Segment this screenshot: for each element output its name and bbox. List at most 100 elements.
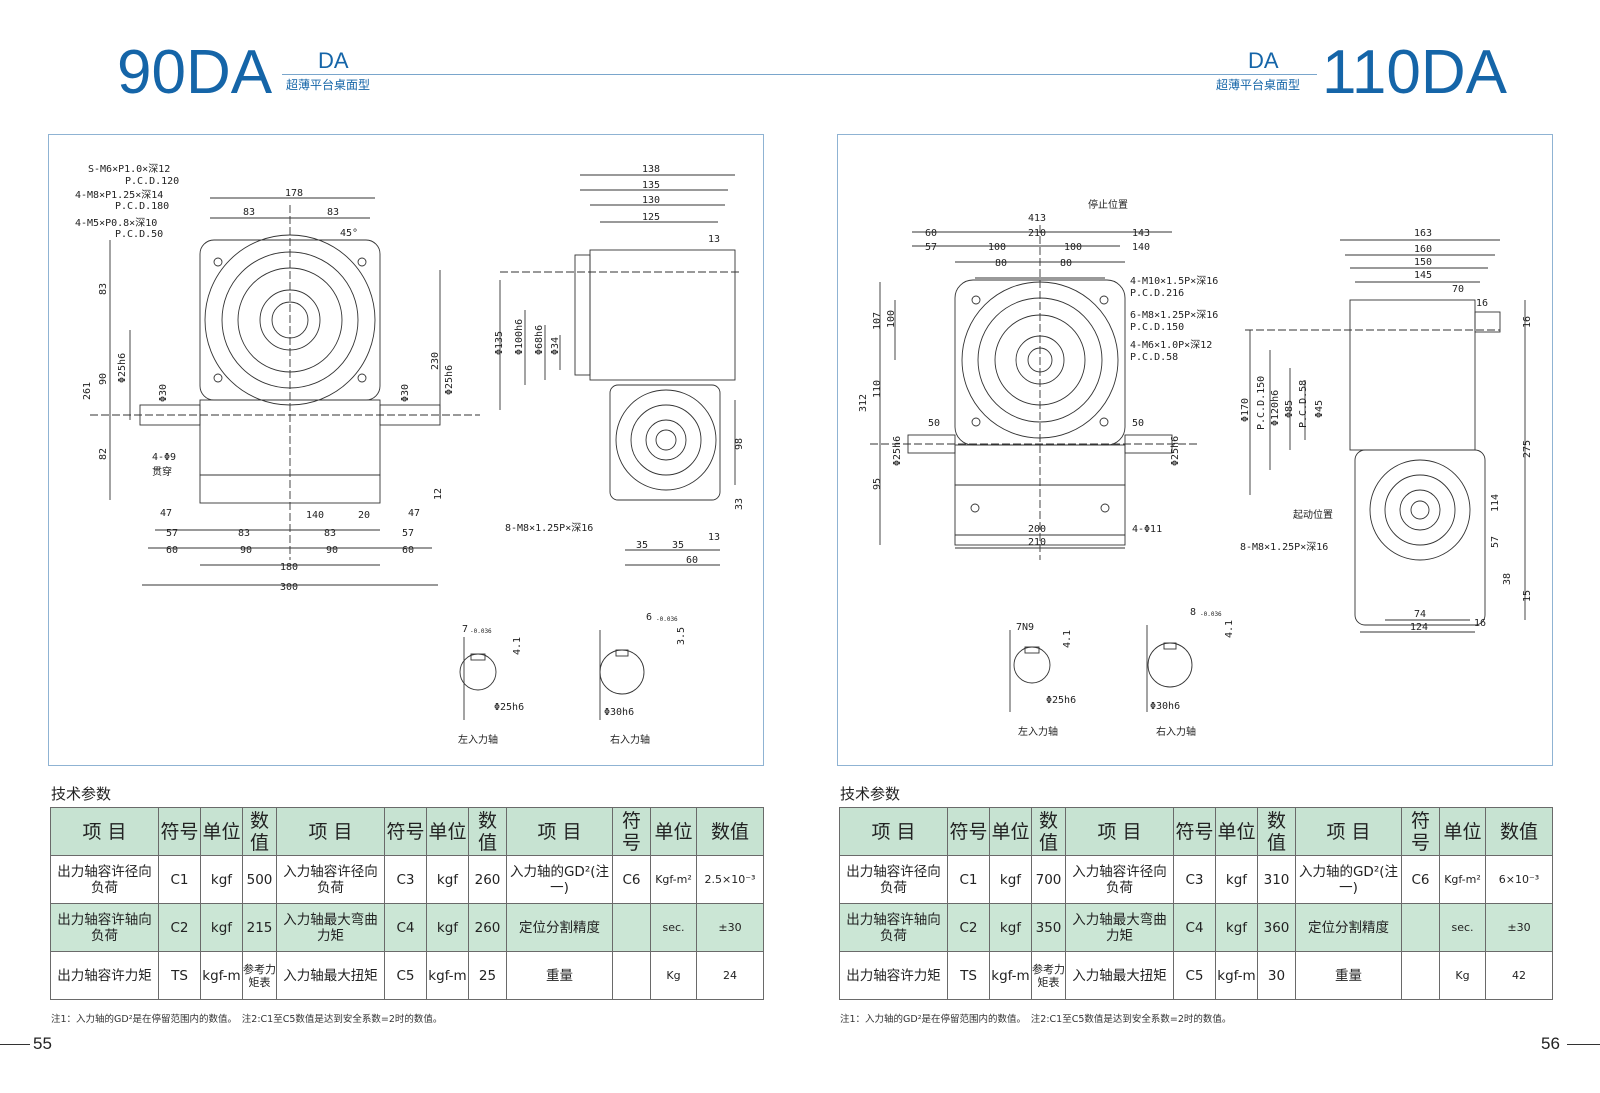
shaft-right-tol-l: -0.036 bbox=[656, 616, 678, 623]
callout-right-6: P.C.D.58 bbox=[1130, 352, 1178, 363]
header-unit: 单位 bbox=[200, 807, 243, 856]
dim-right-1: 60 bbox=[925, 228, 937, 239]
header-unit: 单位 bbox=[650, 807, 697, 856]
dim-right-18: Φ25h6 bbox=[1170, 436, 1181, 466]
table-cell: 2.5×10⁻³ bbox=[696, 855, 764, 904]
dim-right-8: 80 bbox=[995, 258, 1007, 269]
table-cell: 6×10⁻³ bbox=[1485, 855, 1553, 904]
table-cell: 出力轴容许轴向负荷 bbox=[839, 903, 948, 952]
table-cell: 310 bbox=[1257, 855, 1296, 904]
table-cell: 重量 bbox=[1295, 951, 1402, 1000]
header-unit: 单位 bbox=[1439, 807, 1486, 856]
dim-right-30: Φ120h6 bbox=[1270, 390, 1281, 426]
dim-right-20: 210 bbox=[1028, 537, 1046, 548]
dim-right-11: 100 bbox=[886, 310, 897, 328]
header-item: 项 目 bbox=[506, 807, 613, 856]
shaft-left-dia-r: Φ25h6 bbox=[1046, 695, 1076, 706]
page-rule-right bbox=[1567, 1044, 1600, 1045]
table-row: 出力轴容许径向负荷 C1 kgf 700 入力轴容许径向负荷 C3 kgf 31… bbox=[839, 855, 1553, 904]
dim-right-10: 107 bbox=[872, 312, 883, 330]
table-cell: 500 bbox=[242, 855, 277, 904]
dim-right-23: 150 bbox=[1414, 257, 1432, 268]
dim-left-5: 90 bbox=[98, 373, 109, 385]
dim-left-22: 20 bbox=[358, 510, 370, 521]
table-cell: 参考力矩表 bbox=[1031, 951, 1066, 1000]
dim-left-25: 60 bbox=[402, 545, 414, 556]
shaft-left-width-r: 7N9 bbox=[1016, 622, 1034, 633]
table-cell: kgf bbox=[426, 855, 469, 904]
table-cell: kgf bbox=[989, 855, 1032, 904]
footnote-left: 注1：入力轴的GD²是在停留范围内的数值。 注2:C1至C5数值是达到安全系数=… bbox=[51, 1014, 443, 1025]
table-cell bbox=[612, 951, 651, 1000]
table-cell: 出力轴容许力矩 bbox=[839, 951, 948, 1000]
table-cell: kgf bbox=[1215, 903, 1258, 952]
header-unit: 单位 bbox=[989, 807, 1032, 856]
table-cell bbox=[612, 903, 651, 952]
header-symbol: 符号 bbox=[947, 807, 990, 856]
dim-left-23: 47 bbox=[408, 508, 420, 519]
dim-left-18: 83 bbox=[324, 528, 336, 539]
shaft-left-depth-l: 4.1 bbox=[512, 637, 523, 655]
series-label-right: DA bbox=[1248, 48, 1279, 73]
table-cell: TS bbox=[947, 951, 990, 1000]
table-cell: 出力轴容许轴向负荷 bbox=[50, 903, 159, 952]
dim-right-17: Φ25h6 bbox=[892, 436, 903, 466]
dim-left-17: 83 bbox=[238, 528, 250, 539]
table-cell: kgf bbox=[426, 903, 469, 952]
dim-right-16: 50 bbox=[1132, 418, 1144, 429]
table-cell bbox=[1401, 951, 1440, 1000]
callout-left-7: 贯穿 bbox=[152, 465, 172, 478]
table-cell: kgf bbox=[989, 903, 1032, 952]
dim-left-37: 98 bbox=[734, 438, 745, 450]
table-cell: kgf-m bbox=[200, 951, 243, 1000]
callout-right-8: 起动位置 bbox=[1293, 508, 1333, 521]
dim-right-3: 143 bbox=[1132, 228, 1150, 239]
header-item: 项 目 bbox=[50, 807, 159, 856]
dim-left-8: 230 bbox=[430, 352, 441, 370]
table-cell: Kgf-m² bbox=[650, 855, 697, 904]
dim-right-9: 80 bbox=[1060, 258, 1072, 269]
header-item: 项 目 bbox=[276, 807, 385, 856]
table-cell: TS bbox=[158, 951, 201, 1000]
table-cell: C5 bbox=[1173, 951, 1216, 1000]
table-cell: 215 bbox=[242, 903, 277, 952]
section-title-right: 技术参数 bbox=[840, 785, 901, 803]
table-cell: 350 bbox=[1031, 903, 1066, 952]
dim-right-37: 38 bbox=[1502, 573, 1513, 585]
table-row: 出力轴容许力矩 TS kgf-m 参考力矩表 入力轴最大扭矩 C5 kgf-m … bbox=[839, 951, 1553, 1000]
table-cell: C3 bbox=[1173, 855, 1216, 904]
model-title-right: 110DA bbox=[1322, 38, 1507, 107]
table-cell: C6 bbox=[1401, 855, 1440, 904]
dim-left-26: 180 bbox=[280, 562, 298, 573]
table-cell: 入力轴最大弯曲力矩 bbox=[276, 903, 385, 952]
table-cell: 定位分割精度 bbox=[1295, 903, 1402, 952]
header-symbol: 符号 bbox=[1173, 807, 1216, 856]
dim-right-34: 275 bbox=[1522, 440, 1533, 458]
section-title-left: 技术参数 bbox=[51, 785, 112, 803]
dim-left-35: Φ68h6 bbox=[534, 325, 545, 355]
dim-left-36: Φ34 bbox=[550, 337, 561, 355]
shaft-right-depth-r: 4.1 bbox=[1224, 620, 1235, 638]
table-cell: C1 bbox=[947, 855, 990, 904]
subtitle-right: 超薄平台桌面型 bbox=[1216, 78, 1301, 92]
dim-left-3: 45° bbox=[340, 228, 358, 239]
callout-left-6: 4-Φ9 bbox=[152, 452, 176, 463]
table-cell: 42 bbox=[1485, 951, 1553, 1000]
table-cell: 360 bbox=[1257, 903, 1296, 952]
dim-right-25: 70 bbox=[1452, 284, 1464, 295]
table-cell: kgf bbox=[200, 855, 243, 904]
callout-left-8: 8-M8×1.25P×深16 bbox=[505, 522, 593, 534]
callout-right-7: 4-Φ11 bbox=[1132, 524, 1162, 535]
table-cell: C2 bbox=[158, 903, 201, 952]
footnote-right: 注1：入力轴的GD²是在停留范围内的数值。 注2:C1至C5数值是达到安全系数=… bbox=[840, 1014, 1232, 1025]
subtitle-left: 超薄平台桌面型 bbox=[286, 78, 371, 92]
table-cell: 入力轴最大扭矩 bbox=[1065, 951, 1174, 1000]
dim-right-6: 100 bbox=[1064, 242, 1082, 253]
table-cell: 30 bbox=[1257, 951, 1296, 1000]
table-cell: 入力轴的GD²(注一) bbox=[1295, 855, 1402, 904]
shaft-right-label-r: 右入力轴 bbox=[1156, 725, 1196, 738]
header-value: 数值 bbox=[468, 807, 507, 856]
header-unit: 单位 bbox=[426, 807, 469, 856]
dim-left-16: 60 bbox=[166, 545, 178, 556]
table-cell: kgf bbox=[1215, 855, 1258, 904]
